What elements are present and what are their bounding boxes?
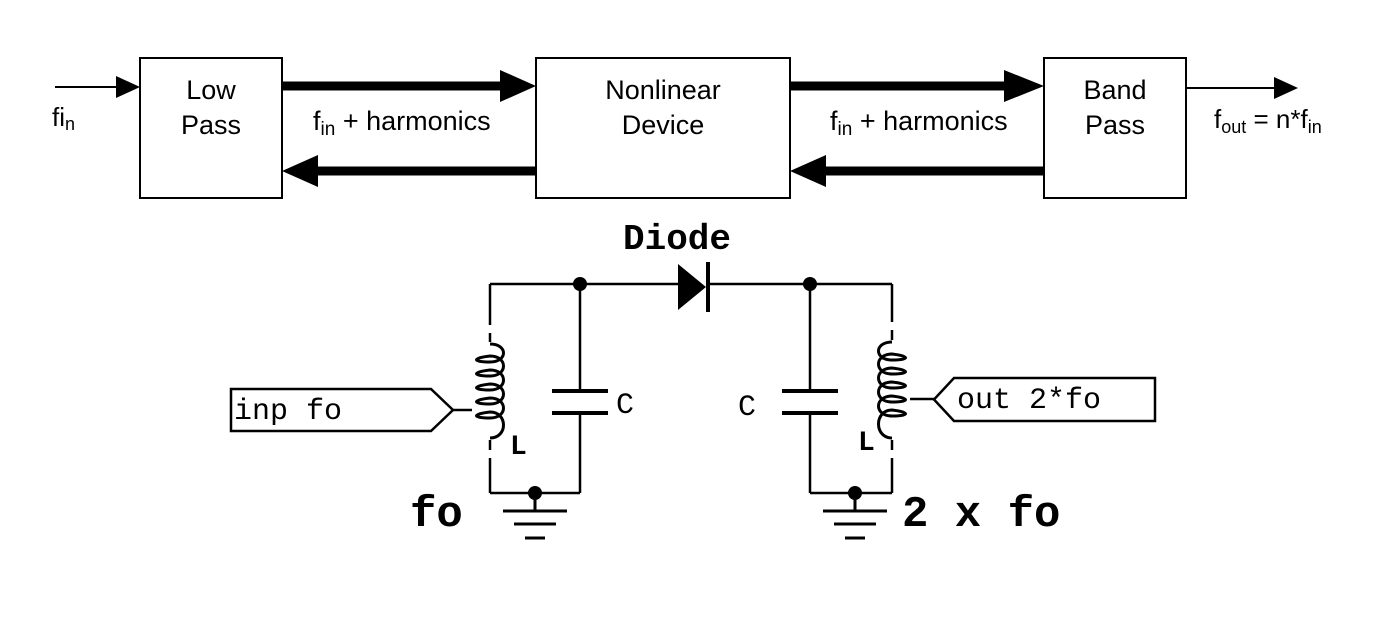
junction-dot-right xyxy=(803,277,817,291)
low-pass-block xyxy=(139,57,283,199)
forward-arrow-right xyxy=(790,70,1044,102)
ground-symbol-right xyxy=(823,493,887,540)
right-inductor-symbol xyxy=(877,340,907,440)
left-inductor-label: L xyxy=(510,432,527,463)
input-label: fin xyxy=(52,102,75,134)
output-label: fout = n*fin xyxy=(1214,104,1322,137)
nonlinear-device-block xyxy=(535,57,791,199)
junction-dot-left xyxy=(573,277,587,291)
low-pass-label-line2: Pass xyxy=(181,110,241,140)
nonlinear-label-line1: Nonlinear xyxy=(605,75,721,105)
low-pass-label-line1: Low xyxy=(186,75,236,105)
right-capacitor-symbol xyxy=(782,389,838,415)
backward-arrow-left xyxy=(282,155,536,187)
ground-symbol-left xyxy=(503,493,567,540)
band-pass-label-line1: Band xyxy=(1083,75,1146,105)
forward-arrow-left xyxy=(282,70,536,102)
diode-label: Diode xyxy=(623,219,731,260)
input-port-tag xyxy=(229,387,472,433)
band-pass-label-line2: Pass xyxy=(1085,110,1145,140)
output-arrow xyxy=(1186,77,1298,99)
right-inductor-label: L xyxy=(858,428,875,459)
left-inductor-symbol xyxy=(475,342,505,440)
band-pass-block xyxy=(1043,57,1187,199)
output-port-tag xyxy=(910,376,1157,423)
left-frequency-label: fo xyxy=(410,490,463,540)
input-port-label: inp fo xyxy=(234,395,342,429)
output-port-label: out 2*fo xyxy=(957,384,1101,418)
nonlinear-label-line2: Device xyxy=(622,110,705,140)
left-capacitor-label: C xyxy=(616,389,634,423)
right-capacitor-label: C xyxy=(738,391,756,425)
link-left-label: fin + harmonics xyxy=(313,106,491,140)
right-frequency-label: 2 x fo xyxy=(902,490,1060,540)
backward-arrow-right xyxy=(790,155,1044,187)
input-arrow xyxy=(55,76,140,98)
link-right-label: fin + harmonics xyxy=(830,106,1008,140)
left-capacitor-symbol xyxy=(552,389,608,415)
diode-symbol xyxy=(678,262,710,312)
circuit-wires xyxy=(488,282,894,495)
